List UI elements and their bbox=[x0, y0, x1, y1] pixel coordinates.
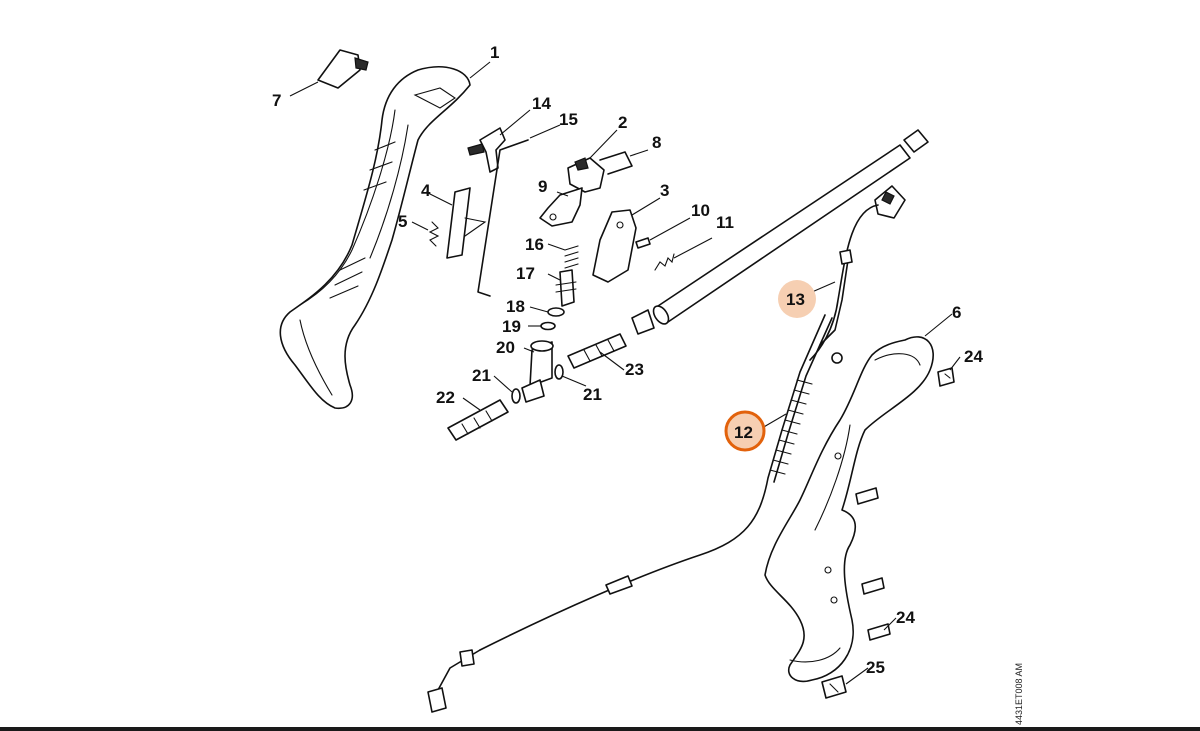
callout-21-right[interactable]: 21 bbox=[583, 385, 602, 404]
part-10-pin[interactable] bbox=[635, 237, 651, 249]
callout-4[interactable]: 4 bbox=[421, 181, 431, 200]
leader-lines bbox=[289, 61, 961, 685]
part-24-screw-lower[interactable] bbox=[867, 623, 891, 641]
part-24-screw-mid-2[interactable] bbox=[861, 577, 885, 595]
callout-10[interactable]: 10 bbox=[691, 201, 710, 220]
part-8-clip[interactable] bbox=[599, 151, 633, 175]
part-2-switch[interactable] bbox=[567, 157, 605, 193]
callout-18[interactable]: 18 bbox=[506, 297, 525, 316]
part-19-o-ring[interactable] bbox=[540, 321, 556, 331]
callout-6[interactable]: 6 bbox=[952, 303, 961, 322]
callout-9[interactable]: 9 bbox=[538, 177, 547, 196]
callout-21-left[interactable]: 21 bbox=[472, 366, 491, 385]
callout-17[interactable]: 17 bbox=[516, 264, 535, 283]
part-25-screw[interactable] bbox=[821, 675, 847, 699]
callout-23[interactable]: 23 bbox=[625, 360, 644, 379]
part-11-spring[interactable] bbox=[654, 253, 675, 271]
callout-7[interactable]: 7 bbox=[272, 91, 281, 110]
callout-13[interactable]: 13 bbox=[786, 290, 805, 309]
shaft-tube bbox=[631, 129, 929, 335]
callout-19[interactable]: 19 bbox=[502, 317, 521, 336]
callout-14[interactable]: 14 bbox=[532, 94, 551, 113]
part-21-o-ring-left[interactable] bbox=[511, 388, 521, 404]
part-16-spring[interactable] bbox=[564, 245, 579, 269]
part-5-spring[interactable] bbox=[428, 221, 440, 247]
part-9-lever[interactable] bbox=[539, 187, 583, 227]
callout-labels: 1 2 3 4 5 6 7 8 9 10 11 12 13 14 15 16 1… bbox=[272, 43, 983, 677]
callout-20[interactable]: 20 bbox=[496, 338, 515, 357]
part-18-o-ring[interactable] bbox=[547, 307, 565, 317]
part-12-cable[interactable] bbox=[427, 314, 833, 713]
callout-22[interactable]: 22 bbox=[436, 388, 455, 407]
part-3-lockout-lever[interactable] bbox=[592, 209, 637, 283]
part-23-fitting[interactable] bbox=[567, 333, 627, 369]
part-15-rod[interactable] bbox=[477, 139, 529, 297]
callout-8[interactable]: 8 bbox=[652, 133, 661, 152]
part-1-handle-half[interactable] bbox=[279, 66, 471, 410]
part-17-plunger[interactable] bbox=[555, 269, 577, 307]
bottom-border bbox=[0, 727, 1200, 731]
part-14-trigger[interactable] bbox=[467, 127, 506, 173]
part-7-cap[interactable] bbox=[317, 49, 369, 89]
callout-25[interactable]: 25 bbox=[866, 658, 885, 677]
reference-code: 4431ET008 AM bbox=[1014, 663, 1024, 725]
part-24-screw-top[interactable] bbox=[937, 367, 955, 387]
part-4-slide[interactable] bbox=[446, 187, 487, 259]
callout-1[interactable]: 1 bbox=[490, 43, 499, 62]
highlight-part-13[interactable] bbox=[778, 280, 816, 318]
part-24-screw-mid-1[interactable] bbox=[855, 487, 879, 505]
callout-2[interactable]: 2 bbox=[618, 113, 627, 132]
callout-3[interactable]: 3 bbox=[660, 181, 669, 200]
callout-24-bottom[interactable]: 24 bbox=[896, 608, 915, 627]
callout-11[interactable]: 11 bbox=[716, 213, 734, 232]
part-22-fitting[interactable] bbox=[447, 379, 545, 441]
part-6-handle-half[interactable] bbox=[764, 336, 934, 683]
callout-12[interactable]: 12 bbox=[734, 423, 753, 442]
part-13-wire[interactable] bbox=[809, 204, 879, 364]
callout-24-top[interactable]: 24 bbox=[964, 347, 983, 366]
part-20-sleeve[interactable] bbox=[529, 340, 554, 387]
highlight-part-12[interactable] bbox=[724, 410, 766, 452]
connector-housing bbox=[874, 185, 906, 219]
part-21-o-ring-right[interactable] bbox=[554, 364, 564, 380]
callout-16[interactable]: 16 bbox=[525, 235, 544, 254]
callout-5[interactable]: 5 bbox=[398, 212, 407, 231]
callout-15[interactable]: 15 bbox=[559, 110, 578, 129]
